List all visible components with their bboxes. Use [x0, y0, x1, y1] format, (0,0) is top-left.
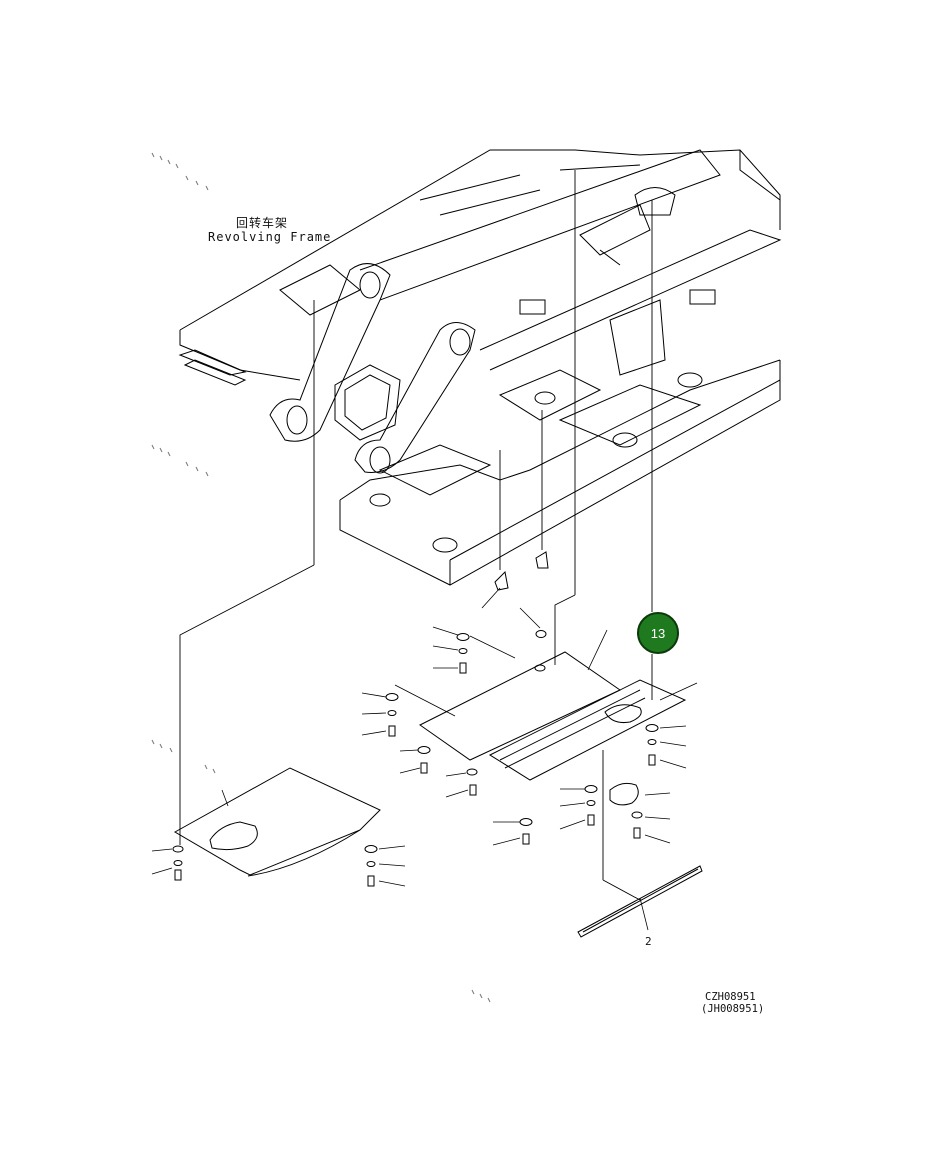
- frame-label-chinese: 回转车架: [236, 216, 289, 230]
- callout-13[interactable]: 13: [637, 612, 679, 654]
- drawing-code: CZH08951: [705, 991, 756, 1003]
- drawing-code-alt: (JH008951): [701, 1003, 765, 1015]
- fasteners: [151, 551, 703, 938]
- cover-plates: [173, 651, 687, 877]
- frame-label-english: Revolving Frame: [208, 230, 332, 244]
- leader-lines: [179, 170, 653, 901]
- stipple-marks: [151, 152, 491, 1003]
- part-number-2: 2: [645, 935, 652, 948]
